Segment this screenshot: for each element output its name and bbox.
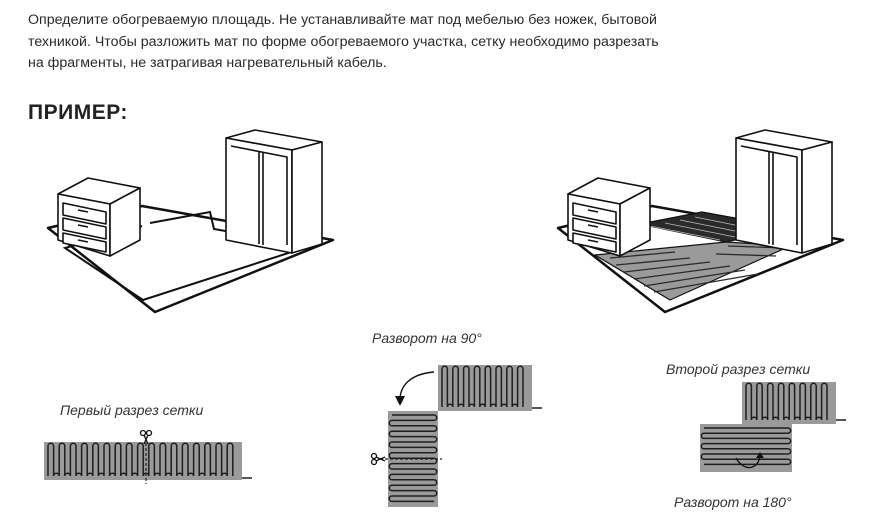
- heating-cable: [441, 365, 524, 408]
- wardrobe-right: [735, 129, 833, 254]
- example-title: ПРИМЕР:: [28, 101, 128, 124]
- caption-turn-180: Разворот на 180°: [674, 494, 792, 510]
- heating-cable: [700, 427, 792, 466]
- scissors-icon: [370, 452, 386, 466]
- room-before-illustration: [46, 129, 335, 314]
- scissors-icon: [139, 429, 153, 445]
- intro-line-1: Определите обогреваемую площадь. Не уста…: [28, 12, 657, 28]
- intro-text: Определите обогреваемую площадь. Не уста…: [28, 10, 868, 75]
- caption-first-cut: Первый разрез сетки: [60, 402, 204, 418]
- mat-first-cut: [44, 429, 252, 484]
- wardrobe-left: [225, 129, 323, 254]
- heating-cable: [47, 442, 234, 477]
- intro-line-2: техникой. Чтобы разложить мат по форме о…: [28, 33, 659, 50]
- caption-second-cut: Второй разрез сетки: [666, 361, 811, 377]
- heating-cable: [388, 414, 438, 503]
- arrow-icon: [735, 452, 764, 469]
- heating-cable: [745, 382, 828, 421]
- caption-turn-90: Разворот на 90°: [372, 330, 482, 346]
- intro-line-3: на фрагменты, не затрагивая нагревательн…: [28, 55, 387, 71]
- arrow-icon: [395, 371, 435, 406]
- room-after-illustration: [556, 129, 845, 314]
- nightstand-right: [567, 177, 651, 257]
- mat-turn-90: [370, 365, 542, 507]
- nightstand-left: [57, 177, 141, 257]
- mat-second-cut: [700, 382, 846, 472]
